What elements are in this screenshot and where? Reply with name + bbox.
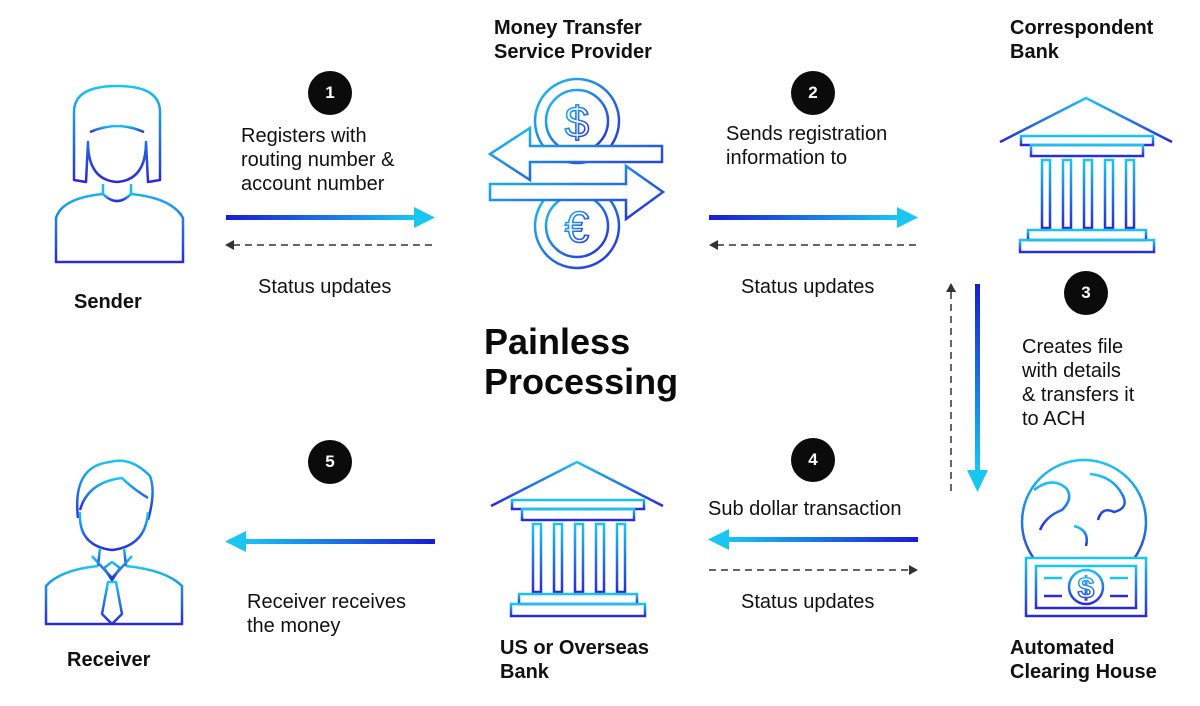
bank-icon — [490, 460, 664, 618]
status-label-4: Status updates — [741, 591, 875, 613]
step-label-3: Creates file with details & transfers it… — [1022, 336, 1135, 430]
arrow-step-1 — [226, 207, 435, 228]
arrow-status-3 — [946, 283, 956, 492]
bank-icon — [999, 96, 1173, 254]
arrow-status-2 — [709, 240, 918, 250]
status-label-2: Status updates — [741, 276, 875, 298]
step-badge-1: 1 — [308, 71, 352, 115]
step-badge-4: 4 — [791, 438, 835, 482]
svg-text:$: $ — [565, 98, 589, 147]
arrow-status-1 — [225, 240, 434, 250]
node-label-ach: Automated Clearing House — [1010, 637, 1157, 683]
currency-exchange-icon: $ € — [487, 77, 666, 270]
status-label-1: Status updates — [258, 276, 392, 298]
step-label-4: Sub dollar transaction — [708, 498, 902, 520]
arrow-status-4 — [709, 565, 918, 575]
businessman-icon — [44, 459, 184, 626]
node-label-us-bank: US or Overseas Bank — [500, 637, 649, 683]
node-label-receiver: Receiver — [67, 649, 151, 671]
arrow-step-5 — [225, 531, 435, 552]
step-badge-3: 3 — [1064, 271, 1108, 315]
svg-text:$: $ — [1078, 572, 1095, 605]
step-label-1: Registers with routing number & account … — [241, 125, 395, 195]
arrow-step-2 — [709, 207, 918, 228]
step-label-2: Sends registration information to — [726, 123, 888, 169]
arrow-step-4 — [708, 529, 918, 550]
arrow-step-3 — [967, 284, 988, 492]
step-badge-5: 5 — [308, 440, 352, 484]
node-label-provider: Money Transfer Service Provider — [494, 17, 652, 63]
person-icon — [54, 84, 185, 264]
svg-text:€: € — [565, 203, 589, 252]
node-label-correspondent: Correspondent Bank — [1010, 17, 1154, 63]
step-label-5: Receiver receives the money — [247, 591, 406, 637]
step-badge-2: 2 — [791, 71, 835, 115]
node-label-sender: Sender — [74, 291, 142, 313]
globe-dollar-icon: $ — [1020, 458, 1148, 618]
headline: Painless Processing — [484, 321, 679, 402]
